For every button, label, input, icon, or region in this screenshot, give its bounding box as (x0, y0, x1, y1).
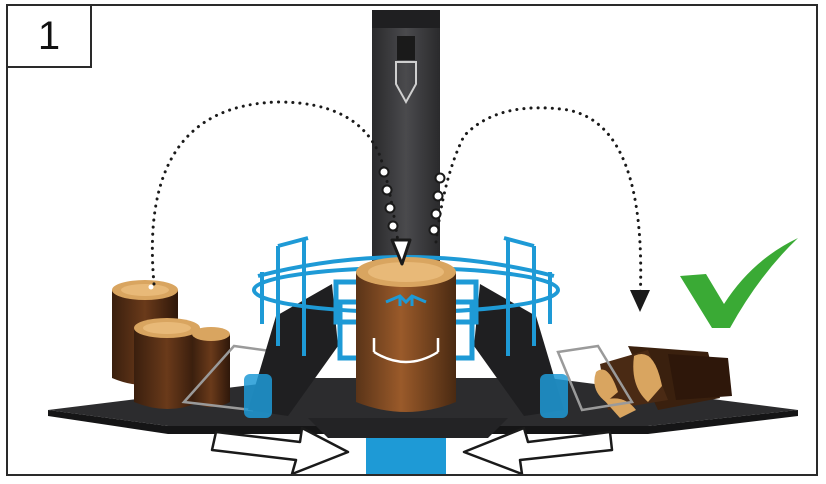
step-number: 1 (37, 13, 61, 58)
splitter-column (372, 10, 440, 278)
center-log (356, 257, 456, 412)
push-arrow-icon (210, 426, 614, 474)
checkmark-icon (680, 238, 798, 328)
step-number-badge: 1 (8, 6, 92, 68)
arrowhead-right-drop (630, 290, 650, 312)
unsplit-logs (112, 280, 230, 409)
illustration-frame: 1 (6, 4, 818, 476)
split-logs (594, 346, 732, 418)
flow-ring-markers (378, 166, 446, 236)
flow-dotted-arrow-icon (150, 100, 643, 304)
arrowhead-down (390, 238, 412, 266)
splitter-blade-icon (395, 36, 417, 105)
log-splitter-scene (48, 10, 798, 474)
